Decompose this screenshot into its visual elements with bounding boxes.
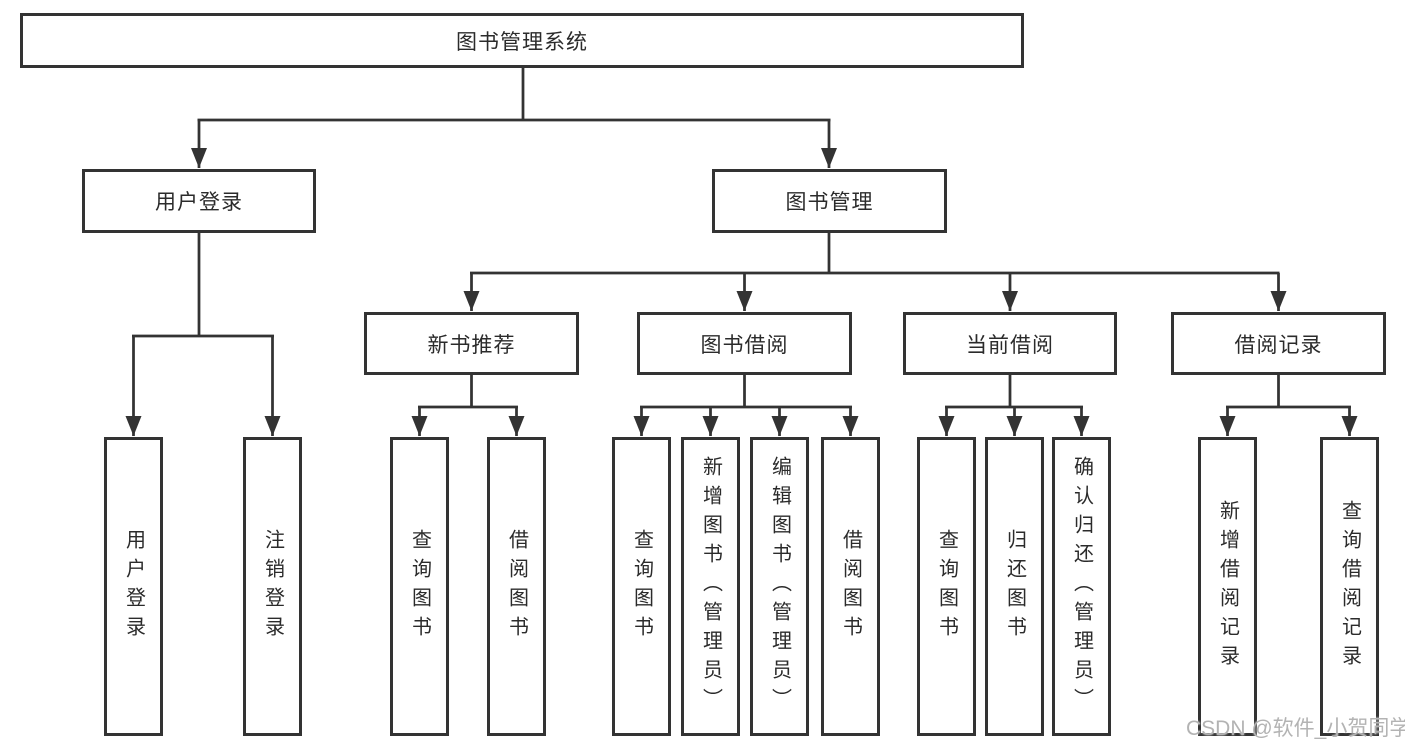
connectors-book-borrowing [633, 375, 859, 436]
node-library-system: 图书管理系统 [20, 13, 1024, 68]
leaf-borrowing-query-books: 查询图书 [612, 437, 671, 736]
node-label: 查询图书 [630, 528, 653, 645]
connectors-new-book-recommend [411, 375, 525, 436]
connectors-user-login [125, 233, 281, 436]
node-label: 查询借阅记录 [1338, 499, 1361, 674]
node-label: 新增图书（管理员） [699, 456, 722, 717]
node-label: 注销登录 [261, 528, 284, 645]
node-book-management: 图书管理 [712, 169, 947, 233]
leaf-records-query-borrow-record: 查询借阅记录 [1320, 437, 1379, 736]
node-label: 用户登录 [122, 528, 145, 645]
connectors-borrowing-records [1219, 375, 1358, 436]
connectors-root [191, 68, 837, 168]
connectors-current-borrowing [938, 375, 1090, 436]
node-label: 图书管理 [785, 191, 874, 214]
node-label: 确认归还（管理员） [1070, 456, 1093, 717]
node-label: 查询图书 [935, 528, 958, 645]
node-new-book-recommend: 新书推荐 [364, 312, 579, 375]
node-label: 图书管理系统 [456, 30, 588, 54]
node-label: 借阅记录 [1234, 333, 1323, 357]
leaf-recommend-query-books: 查询图书 [390, 437, 449, 736]
node-book-borrowing: 图书借阅 [637, 312, 852, 375]
node-label: 归还图书 [1003, 528, 1026, 645]
leaf-borrowing-edit-books-admin: 编辑图书（管理员） [750, 437, 809, 736]
leaf-borrowing-borrow-books: 借阅图书 [821, 437, 880, 736]
node-borrowing-records: 借阅记录 [1171, 312, 1386, 375]
leaf-user-login: 用户登录 [104, 437, 163, 736]
node-user-login: 用户登录 [82, 169, 316, 233]
leaf-borrowing-add-books-admin: 新增图书（管理员） [681, 437, 740, 736]
node-label: 借阅图书 [839, 528, 862, 645]
leaf-recommend-borrow-books: 借阅图书 [487, 437, 546, 736]
watermark: CSDN @软件_小贺同学 [1186, 717, 1405, 740]
connectors-book-management [463, 233, 1287, 311]
node-label: 编辑图书（管理员） [768, 456, 791, 717]
node-current-borrowing: 当前借阅 [903, 312, 1117, 375]
node-label: 图书借阅 [700, 333, 789, 357]
leaf-current-query-books: 查询图书 [917, 437, 976, 736]
leaf-records-add-borrow-record: 新增借阅记录 [1198, 437, 1257, 736]
leaf-current-return-books: 归还图书 [985, 437, 1044, 736]
leaf-logout: 注销登录 [243, 437, 302, 736]
leaf-current-confirm-return-admin: 确认归还（管理员） [1052, 437, 1111, 736]
node-label: 当前借阅 [966, 333, 1054, 357]
node-label: 借阅图书 [505, 528, 528, 645]
node-label: 新增借阅记录 [1216, 499, 1239, 674]
node-label: 新书推荐 [427, 333, 516, 357]
node-label: 查询图书 [408, 528, 431, 645]
node-label: 用户登录 [155, 191, 243, 214]
